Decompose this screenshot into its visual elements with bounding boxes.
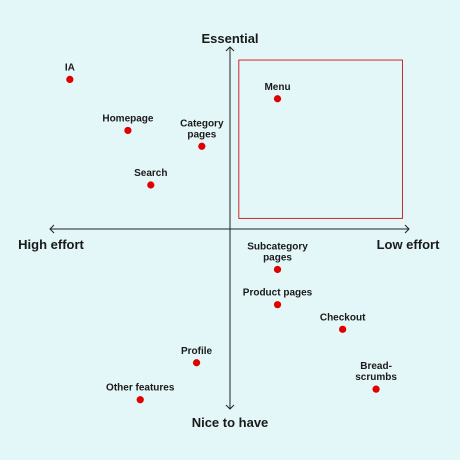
point-label: Bread-scrumbs (355, 361, 397, 383)
point-label-line: Menu (264, 82, 290, 93)
point-label-line: Homepage (102, 113, 154, 124)
data-point-ia: IA (65, 62, 75, 83)
point-label-line: Product pages (243, 288, 313, 299)
y-axis-top-arrow (225, 46, 235, 52)
axis-label-bottom: Nice to have (192, 415, 269, 430)
axis-label-right: Low effort (377, 237, 440, 252)
point-label: Other features (106, 383, 175, 394)
point-marker (273, 265, 282, 274)
axis-label-top: Essential (201, 31, 258, 46)
point-label-line: pages (263, 252, 292, 263)
point-label-line: Checkout (320, 312, 366, 323)
point-marker (136, 396, 144, 404)
point-label: Search (134, 168, 167, 179)
data-point-profile: Profile (181, 346, 213, 367)
point-marker (273, 95, 282, 103)
point-label: Checkout (320, 312, 366, 323)
point-label-line: pages (187, 129, 216, 140)
point-label-line: Subcategory (247, 241, 308, 252)
point-label-line: scrumbs (355, 372, 397, 383)
point-marker (66, 75, 74, 83)
point-label: Menu (264, 82, 290, 93)
point-label-line: Profile (181, 346, 213, 357)
data-point-search: Search (134, 168, 167, 189)
point-label-line: Other features (106, 383, 175, 394)
x-axis-left-arrow (49, 224, 55, 234)
point-label-line: Search (134, 168, 167, 179)
point-label: Homepage (102, 113, 154, 124)
point-marker (147, 181, 155, 189)
y-axis-bottom-arrow (225, 404, 235, 410)
point-marker (124, 126, 132, 135)
axes-group (49, 46, 410, 410)
point-marker (339, 325, 347, 333)
point-marker (192, 359, 201, 367)
x-axis-right-arrow (404, 224, 410, 234)
data-point-menu: Menu (264, 82, 291, 103)
data-point-checkout: Checkout (320, 312, 366, 333)
point-label: Profile (181, 346, 213, 357)
point-label-line: Bread- (360, 361, 392, 372)
data-point-other-features: Other features (106, 383, 175, 404)
point-label-line: Category (180, 118, 224, 129)
point-label-line: IA (65, 62, 75, 73)
point-marker (198, 142, 206, 150)
data-point-homepage: Homepage (102, 113, 154, 135)
axis-label-left: High effort (18, 237, 84, 252)
point-marker (273, 301, 282, 309)
point-label: IA (65, 62, 75, 73)
point-label: Product pages (243, 288, 313, 299)
highlight-region (238, 59, 403, 219)
data-point-product-pages: Product pages (243, 288, 313, 309)
data-point-bread-scrumbs: Bread-scrumbs (355, 361, 397, 393)
highlight-region-group (238, 59, 403, 219)
point-marker (372, 385, 380, 393)
